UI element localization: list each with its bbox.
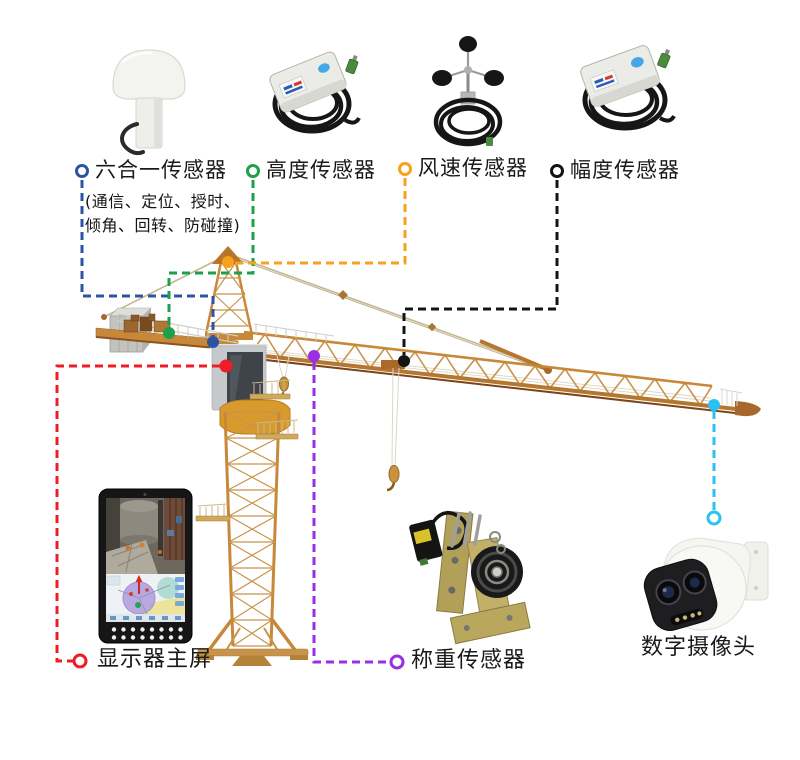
front-camera-dot xyxy=(143,493,147,496)
jib-tip-railing xyxy=(719,388,743,406)
wind-sensor-label-ring xyxy=(398,162,412,176)
six-in-one-sensor-sublabel-line1: (通信、定位、授时、 xyxy=(85,192,241,211)
camera-image xyxy=(643,537,769,631)
display-marker-dot xyxy=(219,359,233,373)
crane-counter-jib xyxy=(95,313,239,351)
amplitude-sensor-connector-line xyxy=(402,180,559,355)
six-in-one-sensor-sublabel-line2: 倾角、回转、防碰撞) xyxy=(85,216,241,235)
height-sensor-connector-line xyxy=(167,180,255,327)
tower-head-cap xyxy=(212,246,244,264)
amplitude-sensor-marker-dot xyxy=(398,355,410,367)
wind-sensor-label: 风速传感器 xyxy=(418,156,528,180)
crane-hooks xyxy=(276,355,405,492)
six-in-one-sensor-connector-line xyxy=(80,180,215,336)
six-in-one-sensor-sublabel: (通信、定位、授时、 倾角、回转、防碰撞) xyxy=(85,190,240,238)
cable-connector xyxy=(345,54,359,75)
weight-sensor-image xyxy=(409,510,531,645)
six-in-one-sensor-label: 六合一传感器 xyxy=(95,158,227,182)
display-connector-line xyxy=(55,364,220,663)
crane-main-jib xyxy=(237,323,761,417)
camera-label-ring xyxy=(706,510,722,526)
height-sensor-marker-dot xyxy=(163,327,175,339)
gps-antenna-image xyxy=(112,49,186,156)
rope-connector xyxy=(427,322,437,332)
height-sensor-image xyxy=(269,51,361,134)
jib-trolley xyxy=(381,360,405,369)
six-in-one-sensor-label-ring xyxy=(75,164,89,178)
camera-marker-dot xyxy=(708,399,720,411)
monitor-map-ui xyxy=(106,574,185,622)
speaker-dots xyxy=(111,627,183,640)
height-sensor-label-ring xyxy=(246,164,260,178)
wind-sensor-marker-dot xyxy=(222,256,234,268)
weighing-sensor-label-ring xyxy=(389,654,405,670)
pendant-anchor xyxy=(101,314,107,320)
weighing-sensor-label: 称重传感器 xyxy=(411,648,527,673)
monitor-site-photo xyxy=(106,498,185,574)
camera-face xyxy=(643,558,718,631)
cable-connector xyxy=(486,137,493,146)
amplitude-sensor-label: 幅度传感器 xyxy=(570,158,680,182)
wind-sensor-connector-line xyxy=(234,178,407,265)
display-monitor-image xyxy=(98,488,193,644)
six-in-one-sensor-marker-dot xyxy=(207,336,219,348)
crane-mast xyxy=(223,411,281,647)
jib-root-railing xyxy=(253,323,335,342)
weighing-sensor-marker-dot xyxy=(308,350,320,362)
display-label-ring xyxy=(72,653,88,669)
camera-label: 数字摄像头 xyxy=(641,635,757,660)
height-sensor-label: 高度传感器 xyxy=(266,158,376,182)
weighing-sensor-connector-line xyxy=(312,362,389,664)
crane-base xyxy=(196,616,309,666)
amplitude-sensor-label-ring xyxy=(550,164,564,178)
mast-platforms xyxy=(195,379,299,522)
load-cell xyxy=(409,519,443,566)
cable-connector xyxy=(657,49,671,69)
amplitude-sensor-image xyxy=(580,45,676,131)
hoist-machinery xyxy=(123,313,171,333)
display-label: 显示器主屏 xyxy=(97,647,213,672)
jib-tip xyxy=(735,401,761,417)
wind-sensor-image xyxy=(432,36,504,147)
